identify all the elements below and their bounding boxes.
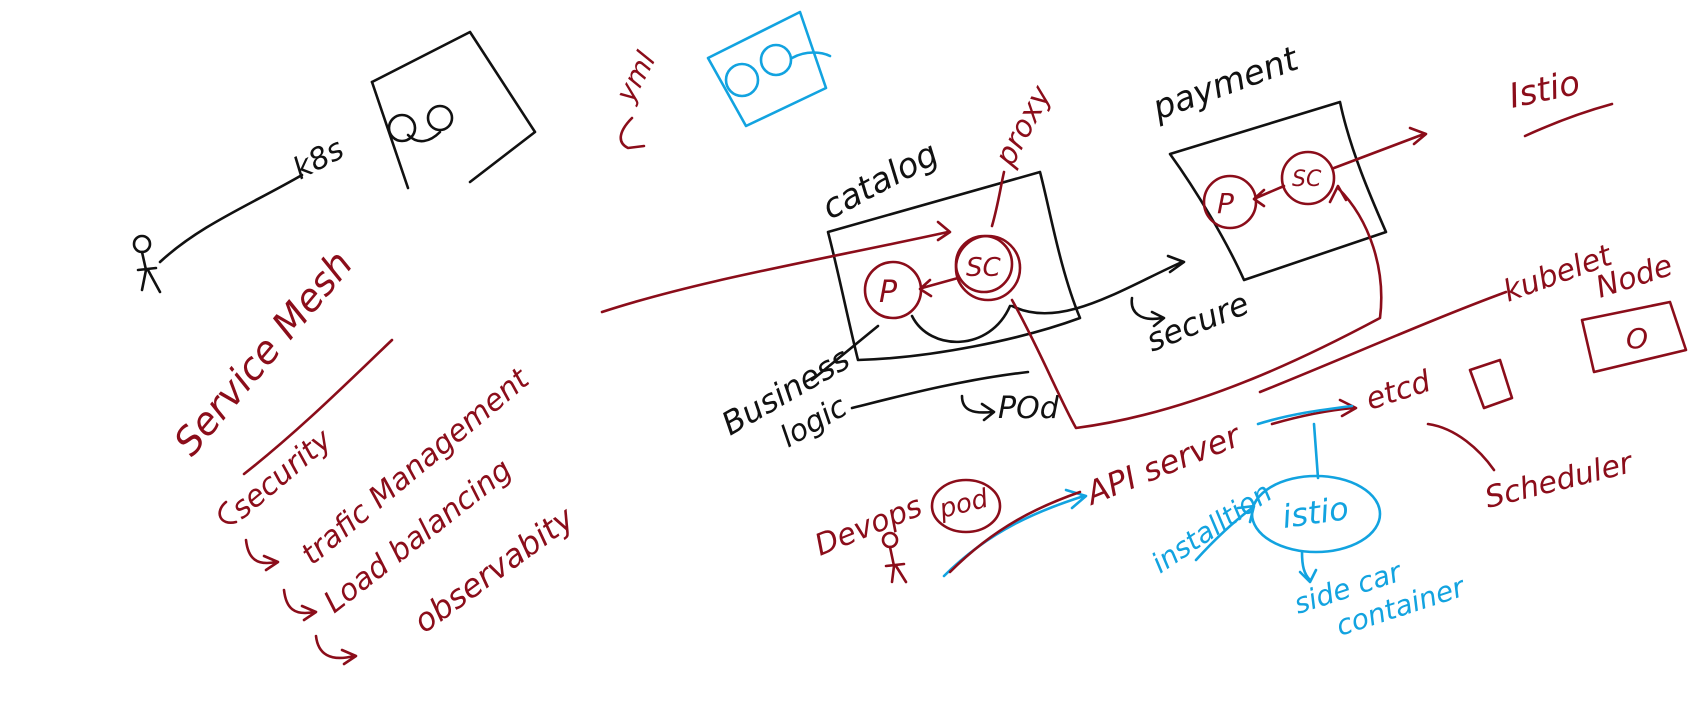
p-sc-loop bbox=[910, 304, 1012, 344]
k8s-cluster-box bbox=[370, 30, 537, 190]
payment-p-label: P bbox=[1217, 187, 1234, 220]
yml-manifest-box bbox=[706, 10, 832, 128]
catalog-label: catalog bbox=[815, 134, 945, 228]
scheduler-curve bbox=[1426, 422, 1496, 472]
traffic-arrow bbox=[244, 538, 280, 572]
logic-underline-to-pod bbox=[850, 370, 1030, 410]
payment-sc-label: SC bbox=[1292, 167, 1322, 192]
yml-label: yml bbox=[609, 46, 663, 108]
business-logic-pointer bbox=[810, 324, 880, 382]
api-to-istio-line bbox=[1312, 422, 1320, 480]
payment-p-container: P bbox=[1202, 174, 1258, 230]
payment-sc-sidecar: SC bbox=[1280, 150, 1336, 206]
proxy-pointer bbox=[990, 170, 1006, 228]
catalog-pod-box bbox=[826, 170, 1082, 362]
catalog-to-payment-arrow bbox=[1010, 254, 1186, 315]
istio-to-sidecar-arrow bbox=[1298, 550, 1318, 584]
devops-to-api-arrow-red bbox=[948, 490, 1082, 574]
istio-underline bbox=[1523, 102, 1614, 138]
mesh-item-security: security bbox=[225, 422, 340, 527]
payment-label: payment bbox=[1146, 38, 1305, 128]
sc-to-p-arrow bbox=[918, 276, 960, 298]
scheduler-label: Scheduler bbox=[1481, 445, 1637, 516]
observability-arrow bbox=[314, 634, 358, 666]
proxy-label: proxy bbox=[988, 79, 1060, 173]
installation-label: installtion bbox=[1145, 476, 1277, 580]
payment-pod-box bbox=[1168, 100, 1388, 282]
pod-circle-label: pod bbox=[935, 484, 991, 525]
istio-circle-label: istio bbox=[1280, 489, 1351, 536]
api-to-etcd-arrow bbox=[1270, 398, 1358, 426]
istio-install-circle: istio bbox=[1250, 474, 1382, 554]
etcd-box bbox=[1468, 358, 1514, 410]
service-mesh-underline bbox=[242, 338, 394, 476]
pod-label-arrow bbox=[960, 394, 996, 422]
catalog-p-label: P bbox=[879, 275, 898, 310]
istio-title: Istio bbox=[1506, 63, 1584, 117]
devops-user-figure bbox=[881, 531, 908, 584]
kubelet-line bbox=[1258, 290, 1508, 394]
catalog-p-container: P bbox=[863, 260, 923, 320]
api-server-label: API server bbox=[1079, 416, 1247, 513]
node-box bbox=[1580, 300, 1688, 374]
load-balancing-arrow bbox=[282, 588, 318, 622]
pod-label: POd bbox=[998, 391, 1060, 426]
etcd-label: etcd bbox=[1362, 364, 1436, 418]
security-arrow bbox=[218, 500, 238, 524]
yml-arrow bbox=[619, 116, 646, 150]
node-marker: O bbox=[1626, 322, 1648, 355]
payment-sc-to-p-arrow bbox=[1252, 184, 1286, 208]
sidecar-control-line bbox=[1010, 184, 1383, 430]
secure-label: secure bbox=[1141, 284, 1255, 359]
user-to-k8s-line bbox=[158, 173, 304, 264]
catalog-sc-label: SC bbox=[966, 253, 1002, 283]
devops-label: Devops bbox=[810, 489, 927, 564]
api-to-etcd-blue-arrow bbox=[1256, 404, 1354, 426]
catalog-sc-sidecar: SC bbox=[954, 234, 1022, 302]
secure-arrow bbox=[1130, 296, 1166, 328]
user-figure bbox=[132, 234, 162, 294]
mesh-to-sidecar-line bbox=[600, 220, 952, 314]
payment-outbound-arrow bbox=[1332, 126, 1428, 170]
pod-manifest-circle: pod bbox=[930, 478, 1002, 534]
service-mesh-title: Service Mesh bbox=[165, 242, 361, 464]
